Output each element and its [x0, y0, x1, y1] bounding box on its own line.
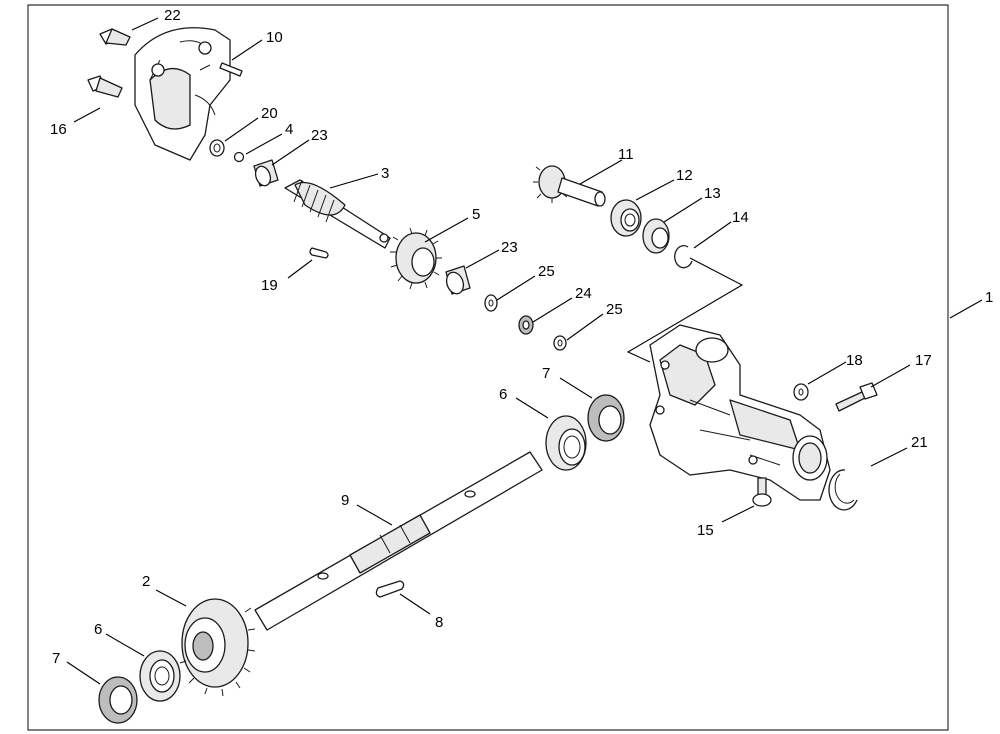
- callout-15: 15: [697, 522, 714, 539]
- key-part-8: [375, 580, 405, 598]
- needle-bearing-part-23-upper: [253, 159, 279, 187]
- callout-18: 18: [846, 352, 863, 369]
- bearing-part-6-lower: [139, 650, 181, 702]
- needle-bearing-part-23-lower: [445, 265, 471, 295]
- callout-8: 8: [435, 614, 443, 631]
- washer-part-25-lower: [553, 335, 567, 351]
- callout-7-lower: 7: [52, 650, 60, 667]
- callout-6-upper: 6: [499, 386, 507, 403]
- callout-14: 14: [732, 209, 749, 226]
- callout-3: 3: [381, 165, 389, 182]
- callout-24: 24: [575, 285, 592, 302]
- callout-9: 9: [341, 492, 349, 509]
- pin-part-10: [219, 62, 243, 77]
- bearing-part-13: [642, 218, 670, 254]
- callout-13: 13: [704, 185, 721, 202]
- gear-part-2: [179, 598, 256, 697]
- oil-seal-part-7-upper: [587, 394, 625, 442]
- key-part-19: [309, 247, 329, 259]
- callout-4: 4: [285, 121, 293, 138]
- washer-part-25-upper: [484, 294, 498, 312]
- callout-5: 5: [472, 206, 480, 223]
- bolt-part-22: [99, 28, 131, 46]
- callout-6-lower: 6: [94, 621, 102, 638]
- washer-part-18: [793, 383, 809, 401]
- washer-part-20: [209, 139, 225, 157]
- diagram-frame: [27, 4, 949, 731]
- gear-part-5: [390, 227, 442, 290]
- callout-7-upper: 7: [542, 365, 550, 382]
- output-shaft-part-9: [254, 451, 543, 631]
- callout-20: 20: [261, 105, 278, 122]
- worm-shaft-part-3: [284, 179, 391, 249]
- gear-cover-housing: [134, 27, 231, 161]
- screw-part-15: [752, 477, 772, 507]
- leader-lines: [66, 17, 983, 685]
- callout-23-upper: 23: [311, 127, 328, 144]
- callout-1: 1: [985, 289, 993, 306]
- callout-17: 17: [915, 352, 932, 369]
- callout-2: 2: [142, 573, 150, 590]
- pinion-shaft-part-11: [533, 165, 606, 207]
- callout-25-upper: 25: [538, 263, 555, 280]
- callout-25-lower: 25: [606, 301, 623, 318]
- callout-23-lower: 23: [501, 239, 518, 256]
- callout-16: 16: [50, 121, 67, 138]
- bearing-part-12: [610, 199, 642, 237]
- callout-21: 21: [911, 434, 928, 451]
- callout-labels: 22 10 16 20 4 23 3 19 5 23 25 24 25 11 1…: [50, 7, 993, 667]
- circlip-part-21: [828, 469, 858, 511]
- callout-22: 22: [164, 7, 181, 24]
- bolt-part-16: [87, 75, 123, 98]
- callout-10: 10: [266, 29, 283, 46]
- bolt-part-17: [835, 382, 878, 412]
- gear-case-housing-part-1: [649, 324, 831, 501]
- callout-19: 19: [261, 277, 278, 294]
- circlip-part-14: [674, 245, 693, 269]
- oil-seal-part-7-lower: [98, 676, 138, 724]
- callout-12: 12: [676, 167, 693, 184]
- callout-11: 11: [618, 146, 634, 163]
- ball-part-4: [233, 151, 245, 163]
- bearing-part-6-upper: [545, 415, 587, 471]
